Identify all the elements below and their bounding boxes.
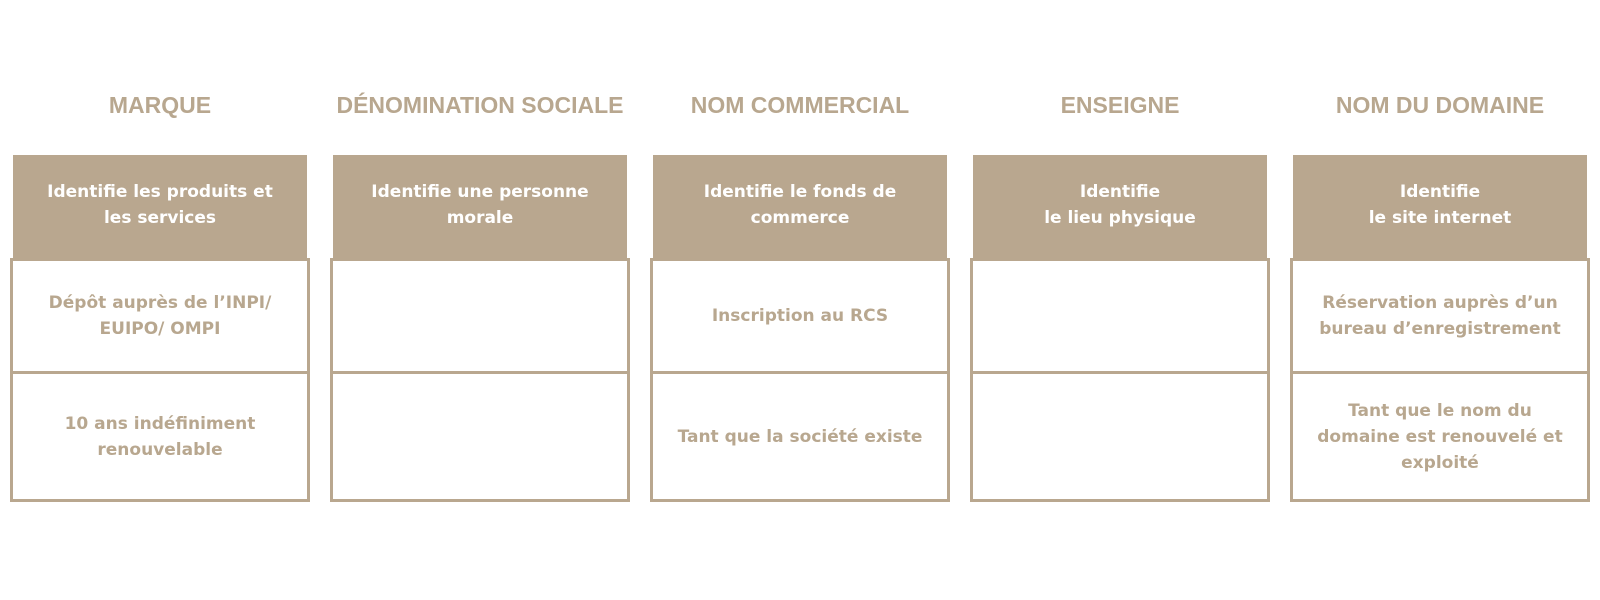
column-title: NOM DU DOMAINE [1335,92,1545,118]
column-cell-registration: Dépôt auprès de l’INPI/ EUIPO/ OMPI [10,258,310,374]
column-header-box: Identifie le lieu physique [973,155,1267,260]
column-cell-registration: Réservation auprès d’un bureau d’enregis… [1290,258,1590,374]
column-header-box: Identifie une personne morale [333,155,627,260]
column-cell-duration [970,371,1270,502]
column-title: NOM COMMERCIAL [690,92,910,118]
column-title: DÉNOMINATION SOCIALE [336,92,624,118]
column-cell-duration [330,371,630,502]
column-header-box: Identifie le fonds de commerce [653,155,947,260]
column-cell-duration: 10 ans indéfiniment renouvelable [10,371,310,502]
column-title: ENSEIGNE [1060,92,1180,118]
column-cell-registration [330,258,630,374]
column-cell-duration: Tant que le nom du domaine est renouvelé… [1290,371,1590,502]
column-header-box: Identifie les produits et les services [13,155,307,260]
column-cell-duration: Tant que la société existe [650,371,950,502]
column-cell-registration [970,258,1270,374]
column-title: MARQUE [108,92,212,118]
column-header-box: Identifie le site internet [1293,155,1587,260]
column-cell-registration: Inscription au RCS [650,258,950,374]
